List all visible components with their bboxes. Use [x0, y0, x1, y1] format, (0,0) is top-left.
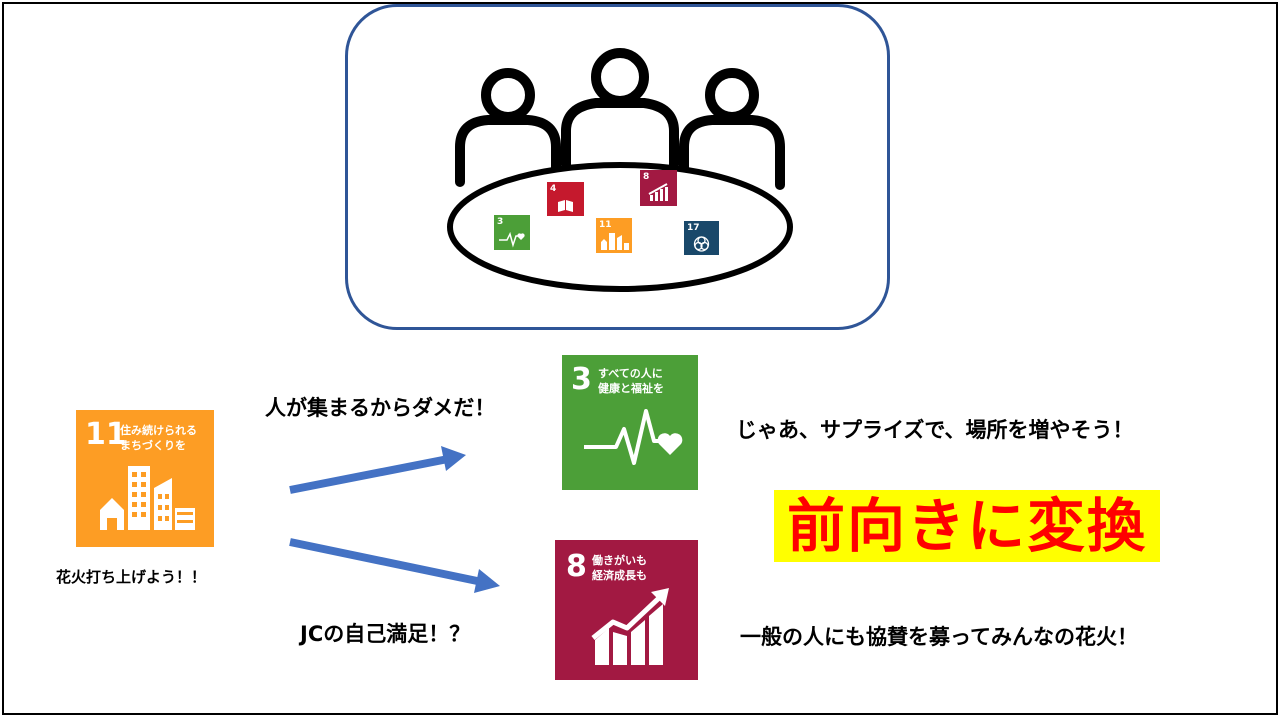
growth-chart-icon: [591, 588, 669, 665]
heartbeat-icon: [499, 231, 525, 248]
objection-crowd-label: 人が集まるからダメだ！: [265, 396, 496, 420]
card-number: 8: [643, 172, 650, 182]
partnership-icon: [693, 236, 710, 252]
meeting-illustration: 4 8 3 11 17: [345, 4, 890, 330]
idea-sponsorship-label: 一般の人にも協賛を募ってみんなの花火！: [740, 625, 1138, 649]
arrow-head-sdg3: [441, 446, 466, 471]
arrow-to-sdg3: [289, 455, 449, 494]
sdg8-title-line1: 働きがいも: [592, 554, 647, 567]
heartbeat-icon: [584, 409, 683, 465]
card-number: 11: [599, 220, 612, 230]
sdg11-card: 11 住み続けられる まちづくりを: [76, 410, 214, 547]
sdg11-title-line2: まちづくりを: [120, 439, 186, 452]
book-icon: [558, 200, 573, 212]
city-icon: [100, 466, 195, 530]
sdg8-title-line2: 経済成長も: [592, 569, 647, 582]
mini-card-sdg17: 17: [684, 221, 719, 255]
sdg3-card: 3 すべての人に 健康と福祉を: [562, 355, 698, 490]
sdg8-card: 8 働きがいも 経済成長も: [555, 540, 698, 680]
positive-conversion-banner: 前向きに変換: [774, 490, 1160, 562]
mini-card-sdg11: 11: [596, 218, 632, 253]
arrow-to-sdg8: [289, 538, 483, 586]
card-number: 4: [550, 184, 557, 194]
people-icon: [455, 48, 785, 190]
arrow-head-sdg8: [474, 569, 500, 593]
sdg3-title-line2: 健康と福祉を: [598, 382, 664, 395]
mini-card-sdg4: 4: [547, 182, 584, 216]
card-number: 3: [497, 217, 504, 227]
objection-selfsatisfaction-label: JCの自己満足！？: [300, 622, 471, 646]
city-icon: [601, 233, 629, 250]
fireworks-label: 花火打ち上げよう！！: [56, 568, 207, 586]
idea-surprise-label: じゃあ、サプライズで、場所を増やそう！: [736, 418, 1134, 442]
card-number: 17: [687, 223, 700, 233]
mini-card-sdg3: 3: [494, 215, 530, 250]
sdg8-number: 8: [566, 549, 587, 584]
growth-chart-icon: [648, 183, 668, 201]
mini-card-sdg8: 8: [640, 170, 677, 206]
sdg3-number: 3: [571, 362, 592, 397]
sdg11-title-line1: 住み続けられる: [120, 424, 197, 437]
sdg3-title-line1: すべての人に: [598, 367, 663, 380]
sdg11-number: 11: [85, 417, 127, 452]
